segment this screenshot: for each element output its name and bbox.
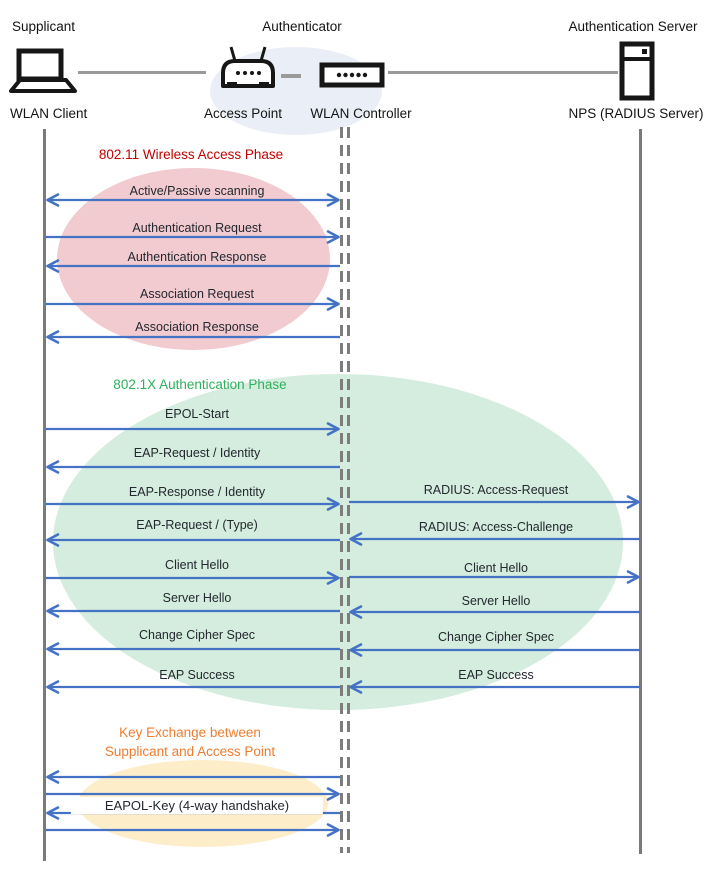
message-label: EAP Success: [458, 668, 534, 682]
message-label: EPOL-Start: [165, 407, 229, 421]
message-label: Association Response: [135, 320, 259, 334]
message-label: Server Hello: [162, 591, 232, 605]
message-arrow-right: [349, 570, 640, 584]
message-arrow-left: [46, 533, 340, 547]
device-label-nps: NPS (RADIUS Server): [568, 106, 704, 121]
message-label: Client Hello: [464, 561, 528, 575]
message-arrow-right: [46, 823, 340, 837]
message-label: Change Cipher Spec: [437, 630, 555, 644]
lifeline-wlan-controller-dash-left: [340, 127, 343, 853]
message-arrow-left: [46, 259, 340, 273]
wlan-controller-icon: [319, 62, 385, 88]
message-label: Client Hello: [165, 558, 229, 572]
message-label: Change Cipher Spec: [138, 628, 256, 642]
phase-title-80211: 802.11 Wireless Access Phase: [98, 147, 284, 162]
phase-80211-ellipse: [57, 168, 330, 350]
role-label-authenticator: Authenticator: [262, 19, 342, 34]
phase-title-key-exchange-line2: Supplicant and Access Point: [104, 744, 276, 759]
message-label: Association Request: [140, 287, 254, 301]
device-label-access-point: Access Point: [203, 106, 283, 121]
message-arrow-left: [349, 680, 640, 694]
message-arrow-left: [349, 605, 640, 619]
message-arrow-left: [46, 680, 340, 694]
message-label: RADIUS: Access-Challenge: [418, 520, 574, 534]
message-arrow-right: [46, 297, 340, 311]
message-arrow-left: [46, 330, 340, 344]
message-arrow-right: [46, 422, 340, 436]
message-label: Server Hello: [461, 594, 531, 608]
phase-title-8021x: 802.1X Authentication Phase: [113, 377, 287, 392]
role-label-authentication-server: Authentication Server: [568, 19, 698, 34]
connector-ap-controller: [281, 74, 301, 78]
message-arrow-right: [349, 495, 640, 509]
connector-controller-server: [388, 71, 618, 74]
message-arrow-left: [46, 604, 340, 618]
lifeline-wlan-client: [43, 129, 46, 861]
laptop-icon: [9, 48, 77, 93]
access-point-icon: [221, 46, 275, 88]
device-label-wlan-client: WLAN Client: [10, 106, 88, 121]
message-arrow-right: [46, 497, 340, 511]
message-arrow-left: [46, 642, 340, 656]
lifeline-wlan-controller-dash-right: [346, 127, 350, 853]
server-icon: [619, 41, 655, 101]
device-label-wlan-controller: WLAN Controller: [310, 106, 412, 121]
message-arrow-right: [46, 571, 340, 585]
message-label: EAP Success: [159, 668, 235, 682]
message-label: EAPOL-Key (4-way handshake): [70, 797, 324, 814]
message-label: Authentication Request: [132, 221, 262, 235]
message-arrow-left: [349, 532, 640, 546]
lifeline-nps: [639, 129, 642, 854]
phase-title-key-exchange-line1: Key Exchange between: [119, 725, 261, 740]
role-label-supplicant: Supplicant: [12, 19, 76, 34]
message-arrow-right: [46, 787, 340, 801]
message-arrow-right: [46, 230, 340, 244]
message-label: Active/Passive scanning: [129, 184, 265, 198]
message-label: EAP-Request / (Type): [136, 518, 258, 532]
connector-client-ap: [78, 71, 206, 74]
message-arrow-left: [349, 643, 640, 657]
message-label: EAP-Response / Identity: [128, 485, 266, 499]
message-label: Authentication Response: [127, 250, 267, 264]
phase-title-key-exchange: Key Exchange between Supplicant and Acce…: [105, 723, 275, 761]
message-label: RADIUS: Access-Request: [423, 483, 569, 497]
message-label: EAP-Request / Identity: [133, 446, 261, 460]
message-arrow-left: [46, 460, 340, 474]
message-arrow-both: [46, 193, 340, 207]
message-arrow-left: [46, 770, 340, 784]
